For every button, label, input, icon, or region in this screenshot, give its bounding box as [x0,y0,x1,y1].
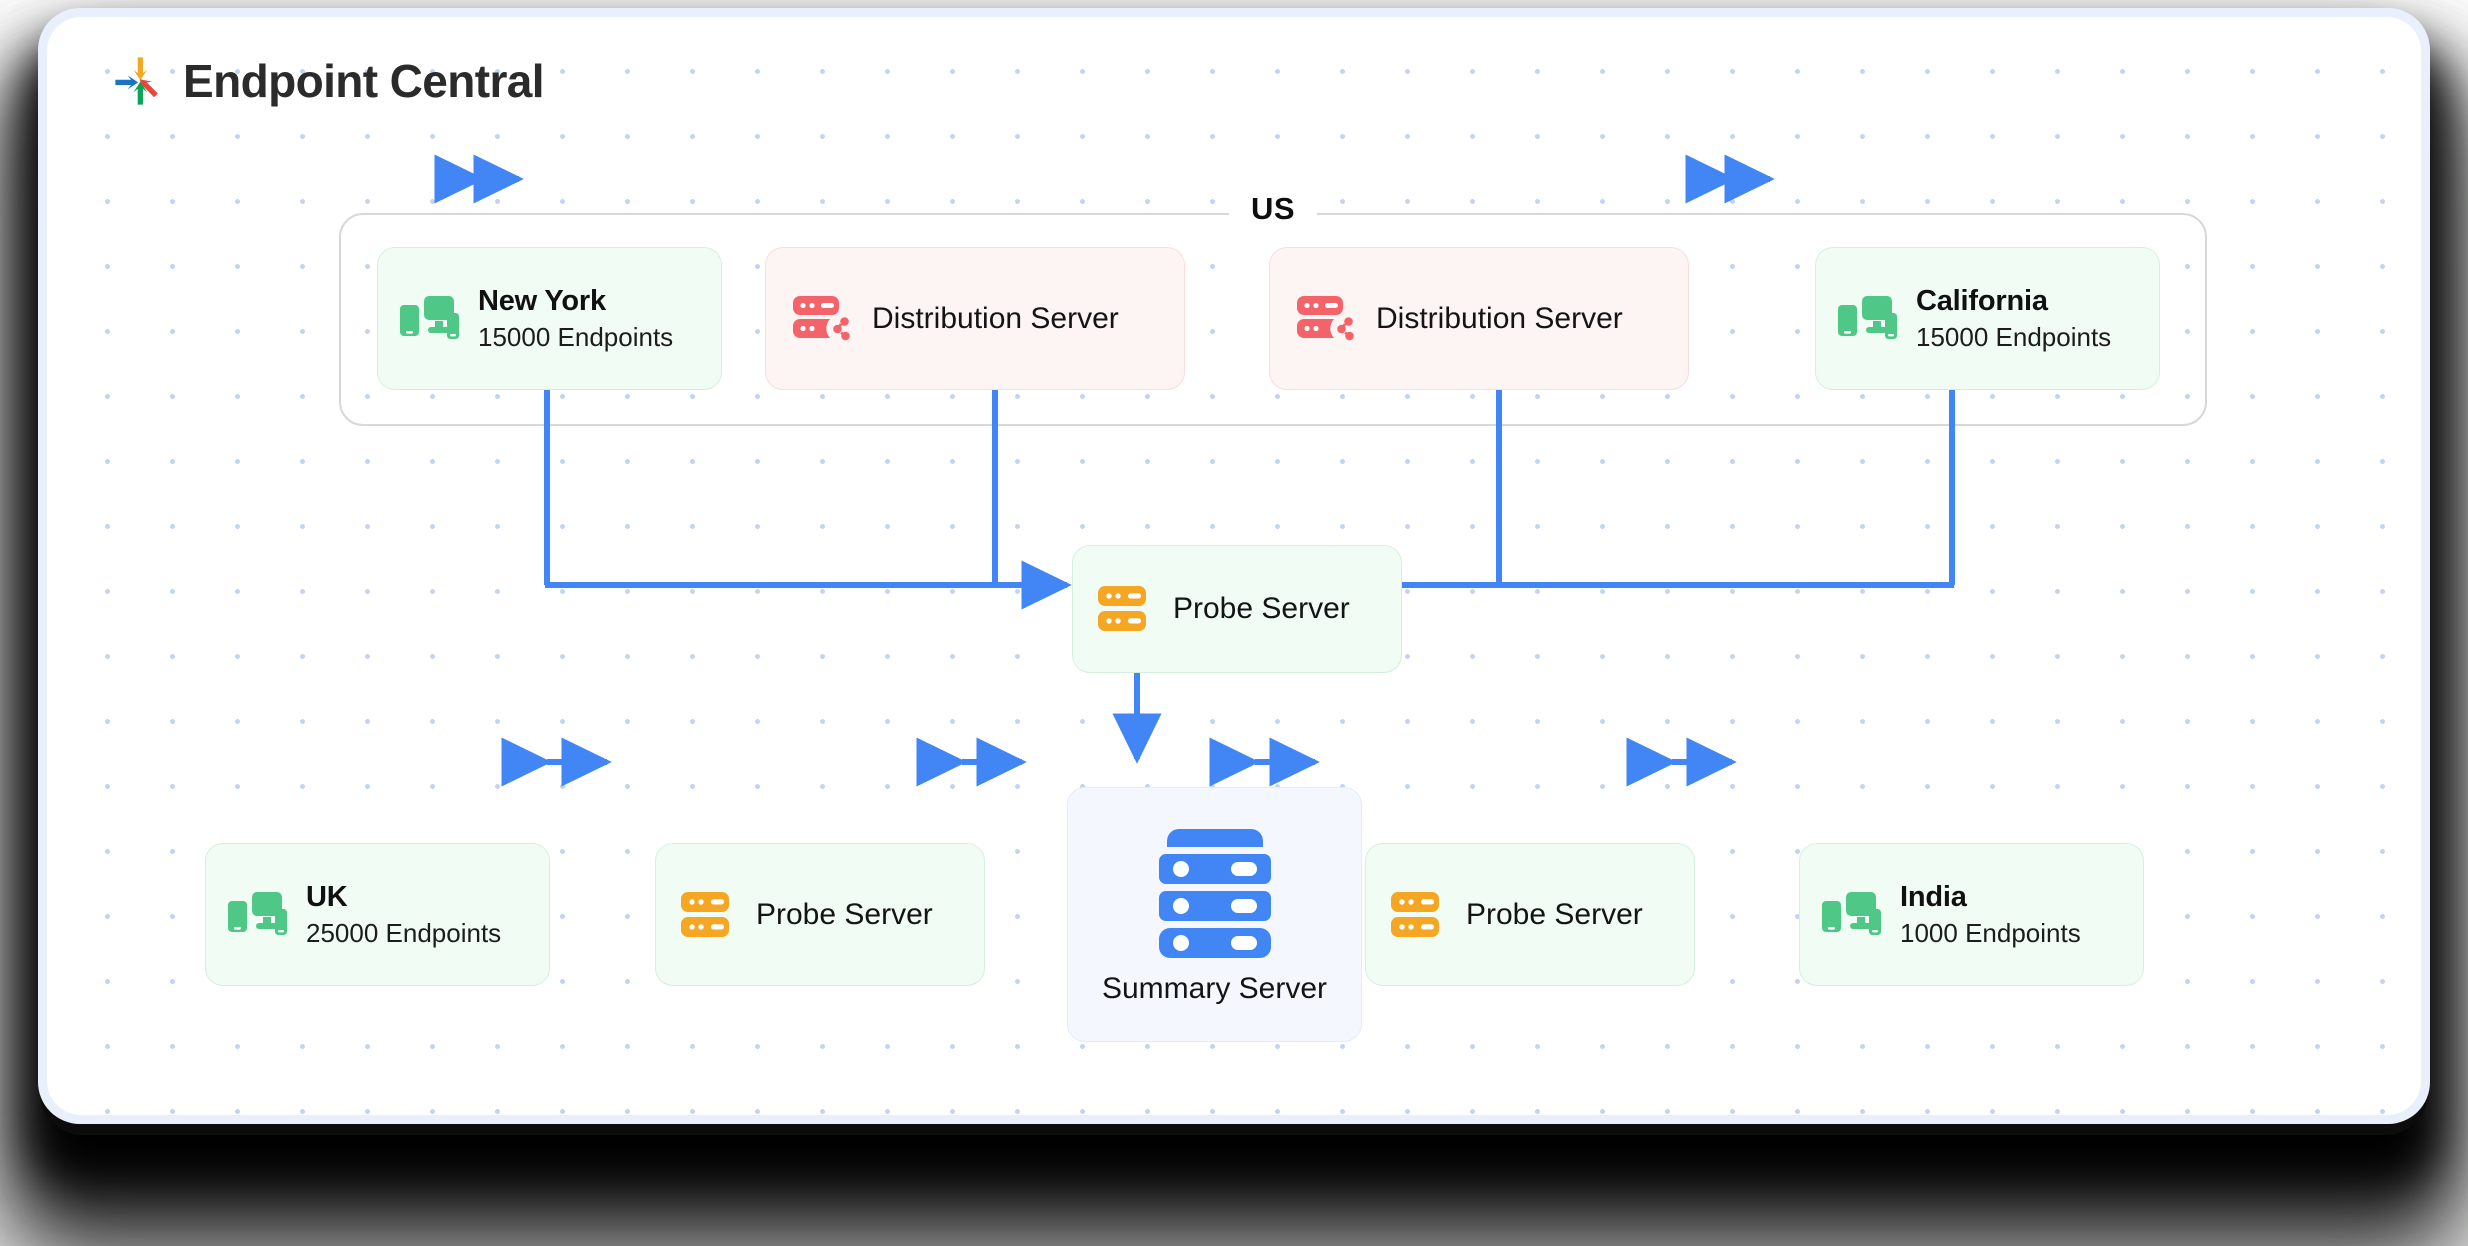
node-distribution-server-left[interactable]: Distribution Server [765,247,1185,390]
node-probe-server-right-label: Probe Server [1466,897,1643,931]
devices-icon [1822,891,1881,935]
node-india-title: India [1900,880,1967,913]
group-us-label: US [1228,191,1318,227]
devices-icon [1838,295,1897,339]
node-california-title: California [1916,284,2048,317]
node-california-subtitle: 15000 Endpoints [1916,321,2112,352]
group-us: US [339,191,2207,426]
node-probe-server-right[interactable]: Probe Server [1365,843,1695,986]
node-probe-server-left[interactable]: Probe Server [655,843,985,986]
distribution-server-icon [1297,295,1354,340]
node-uk[interactable]: UK 25000 Endpoints [205,843,550,986]
node-california[interactable]: California 15000 Endpoints [1815,247,2160,390]
node-summary-server[interactable]: Summary Server [1067,787,1362,1042]
summary-server-icon [1158,829,1271,958]
probe-server-icon [1391,891,1439,937]
node-india-subtitle: 1000 Endpoints [1900,917,2081,948]
node-probe-server-center-label: Probe Server [1173,592,1350,625]
brand-title: Endpoint Central [183,55,545,107]
manageengine-pinwheel-icon [115,57,158,105]
devices-icon [228,891,287,935]
probe-server-icon [1098,586,1146,631]
node-probe-server-left-label: Probe Server [756,897,933,931]
node-india[interactable]: India 1000 Endpoints [1799,843,2144,986]
distribution-server-icon [793,295,850,340]
node-new-york-subtitle: 15000 Endpoints [478,321,674,352]
node-new-york[interactable]: New York 15000 Endpoints [377,247,722,390]
devices-icon [400,295,459,339]
node-distribution-server-right[interactable]: Distribution Server [1269,247,1689,390]
node-uk-title: UK [306,880,348,913]
diagram-canvas: Endpoint Central US [47,17,2421,1115]
node-distribution-server-right-label: Distribution Server [1376,301,1623,335]
node-probe-server-center[interactable]: Probe Server [1072,545,1402,673]
node-uk-subtitle: 25000 Endpoints [306,917,502,948]
brand-header: Endpoint Central [111,53,545,109]
probe-server-icon [681,891,729,937]
node-distribution-server-left-label: Distribution Server [872,301,1119,335]
diagram-card-frame: Endpoint Central US [38,8,2430,1124]
node-summary-server-label: Summary Server [1101,972,1328,1005]
node-new-york-title: New York [478,284,606,317]
